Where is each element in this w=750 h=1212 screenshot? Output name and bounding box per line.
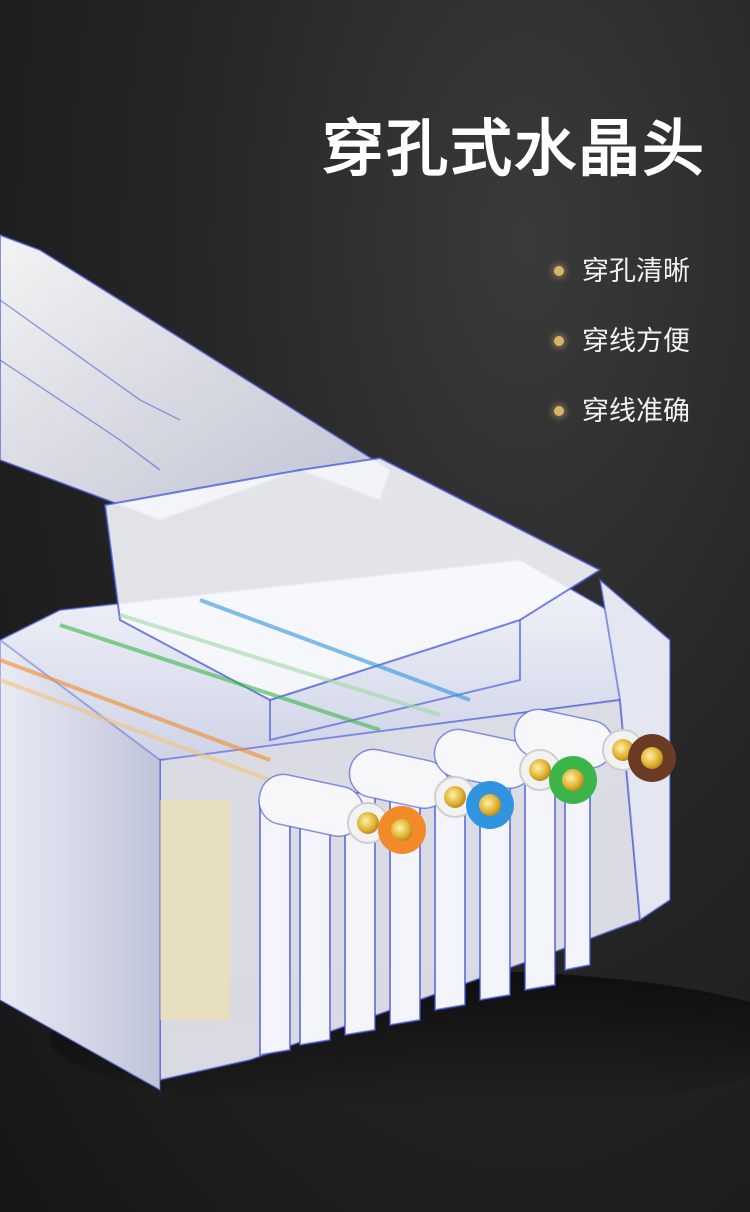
feature-label: 穿线准确 (582, 395, 690, 427)
wire-core (479, 794, 501, 816)
contact-blades (259, 764, 591, 1057)
gold-dot-icon (554, 406, 564, 416)
wire-core (562, 769, 584, 791)
latch-arm (0, 233, 392, 522)
feature-label: 穿线方便 (582, 325, 690, 357)
feature-label: 穿孔清晰 (582, 255, 690, 287)
feature-item: 穿线准确 (554, 376, 744, 446)
wire-core (357, 812, 379, 834)
feature-item: 穿线方便 (554, 306, 744, 376)
feature-list: 穿孔清晰 穿线方便 穿线准确 (554, 236, 744, 446)
wire-ends (347, 729, 676, 854)
feature-item: 穿孔清晰 (554, 236, 744, 306)
headline-title: 穿孔式水晶头 (321, 112, 706, 185)
gold-dot-icon (554, 336, 564, 346)
wire-core (529, 759, 551, 781)
gold-dot-icon (554, 266, 564, 276)
wire-core (641, 747, 663, 769)
wire-channels (0, 598, 471, 782)
wire-core (444, 786, 466, 808)
wire-core (391, 819, 413, 841)
